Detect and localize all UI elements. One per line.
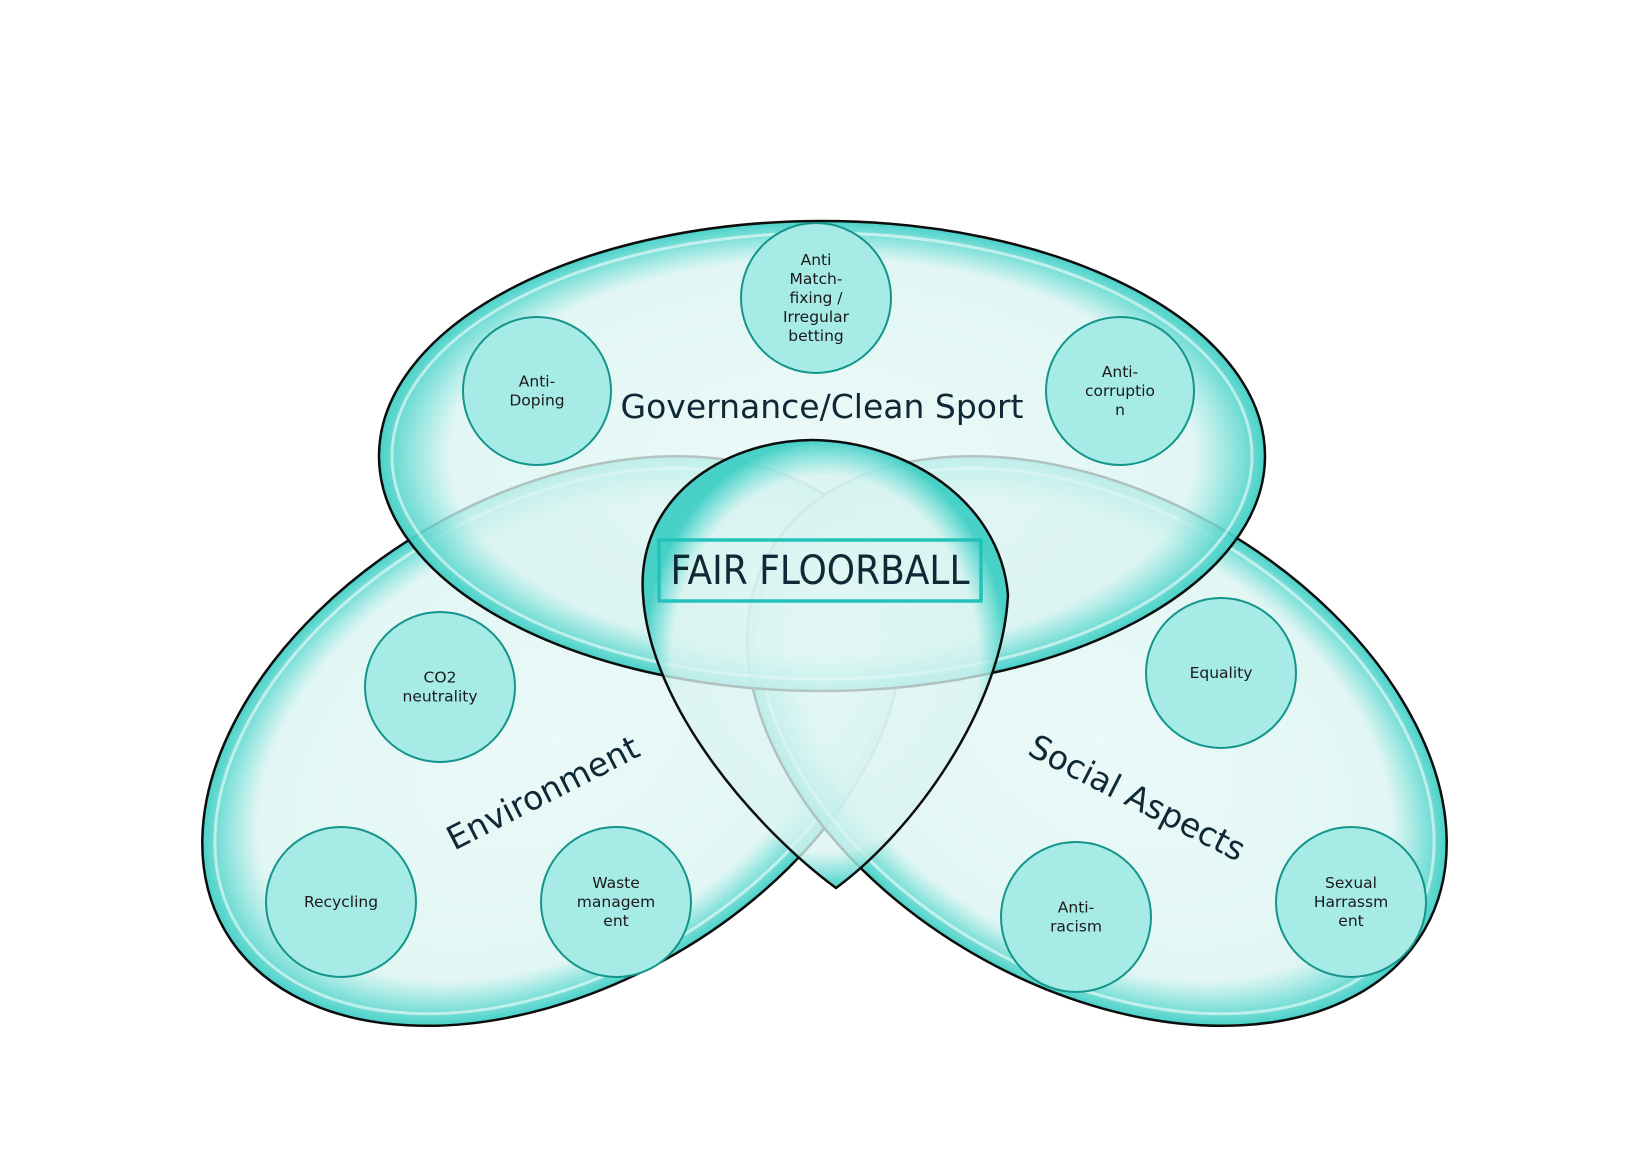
governance-label: Governance/Clean Sport <box>621 387 1024 426</box>
topic-circle <box>540 826 692 978</box>
topic-label: Anti-Doping <box>509 373 564 410</box>
topic-label-line: Irregular <box>783 308 850 326</box>
topic-label-line: Harrassm <box>1314 893 1388 911</box>
topic-label-line: fixing / <box>789 289 843 307</box>
topic-circle <box>1045 316 1195 466</box>
topic-label-line: Match- <box>790 270 843 288</box>
topic-label: Anti-racism <box>1050 899 1102 936</box>
topic-circle <box>1000 841 1152 993</box>
topic-circle <box>364 611 516 763</box>
topic-label-line: Equality <box>1190 664 1253 682</box>
topic-label-line: Anti- <box>519 373 555 391</box>
topic-label-line: Sexual <box>1325 874 1377 892</box>
topic-label-line: Anti- <box>1058 899 1094 917</box>
topic-label-line: Anti <box>801 251 832 269</box>
topic-anti-racism: Anti-racism <box>1000 841 1152 993</box>
topic-label-line: neutrality <box>403 688 478 706</box>
topic-label-line: corruptio <box>1085 382 1155 400</box>
topic-label-line: betting <box>788 327 844 345</box>
topic-recycling: Recycling <box>265 826 417 978</box>
topic-label-line: ent <box>603 912 628 930</box>
topic-label-line: ent <box>1338 912 1363 930</box>
center-teardrop <box>641 438 1010 890</box>
topic-label-line: CO2 <box>424 669 457 687</box>
topic-label-line: n <box>1115 401 1125 419</box>
topic-circle <box>1145 597 1297 749</box>
topic-circle <box>265 826 417 978</box>
topic-label-line: racism <box>1050 918 1102 936</box>
center-label-box <box>657 538 983 603</box>
topic-anti-doping: Anti-Doping <box>462 316 612 466</box>
topic-label-line: Recycling <box>304 893 378 911</box>
topic-label: Equality <box>1190 664 1253 682</box>
topic-label-line: managem <box>577 893 655 911</box>
topic-label-line: Doping <box>509 392 564 410</box>
topic-circle <box>740 222 892 374</box>
center-label: FAIR FLOORBALL <box>670 548 969 594</box>
topic-label-line: Waste <box>592 874 640 892</box>
topic-equality: Equality <box>1145 597 1297 749</box>
topic-circle <box>1275 826 1427 978</box>
topic-circle <box>462 316 612 466</box>
topic-label-line: Anti- <box>1102 363 1138 381</box>
topic-label: Recycling <box>304 893 378 911</box>
